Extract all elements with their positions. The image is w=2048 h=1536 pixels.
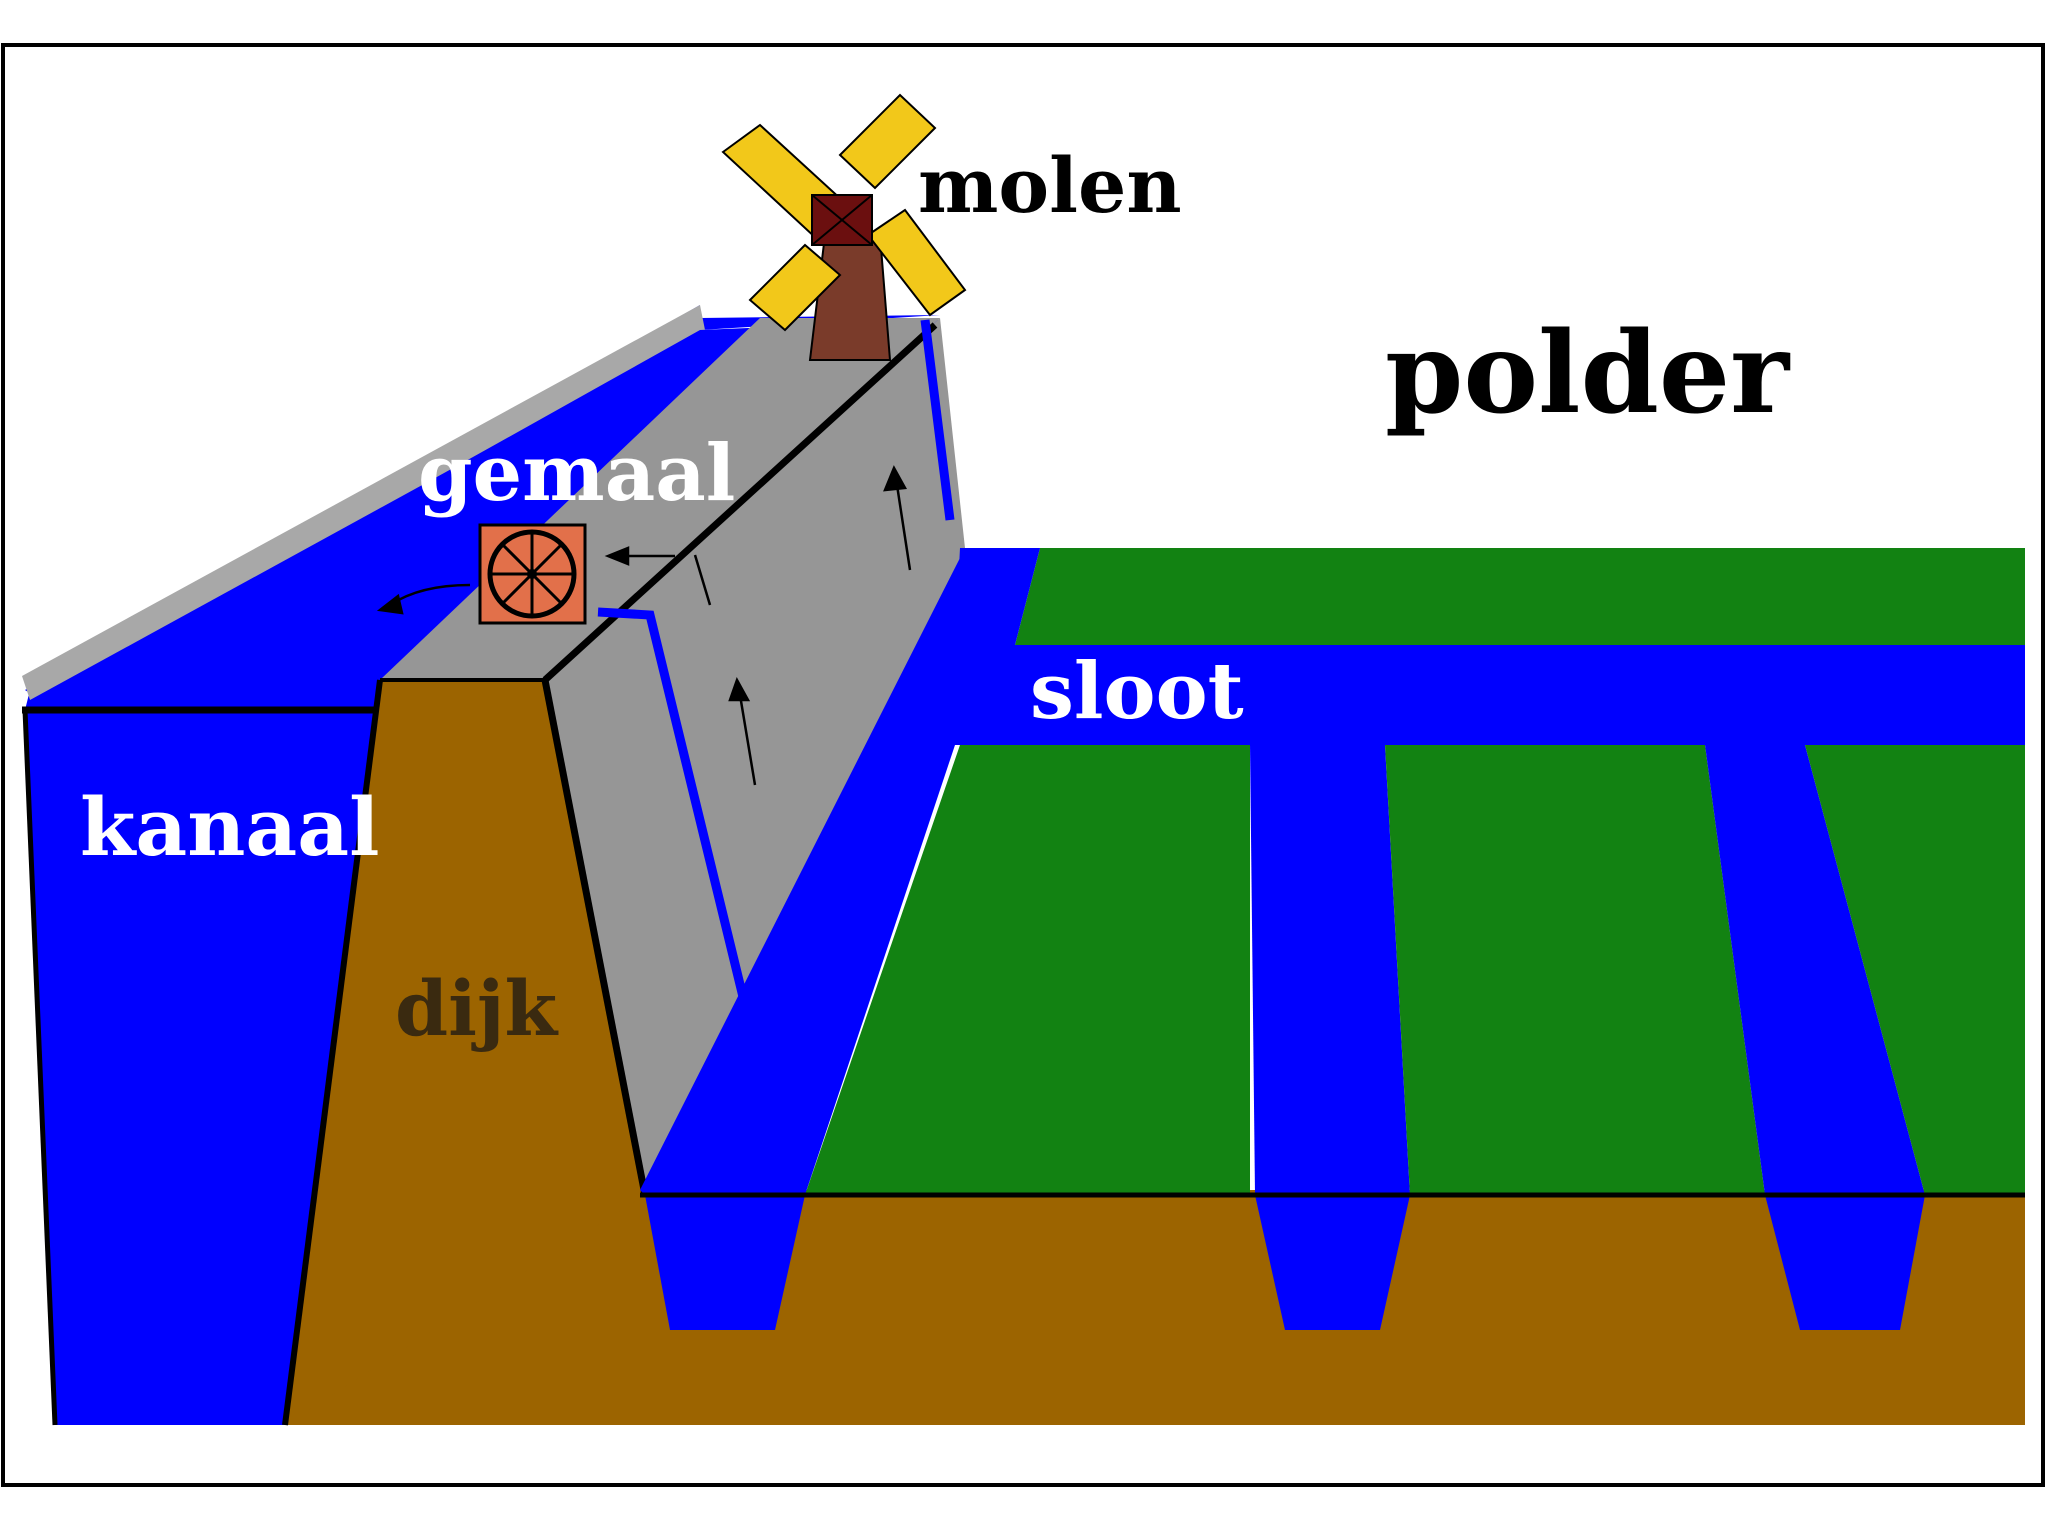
label-polder: polder [1385, 308, 1791, 439]
label-kanaal: kanaal [80, 780, 380, 874]
label-gemaal: gemaal [418, 428, 735, 519]
pump-wheel-icon [480, 525, 585, 623]
label-sloot: sloot [1030, 646, 1244, 737]
sloot-branch-1 [1250, 745, 1410, 1195]
label-molen: molen [918, 141, 1182, 230]
label-dijk: dijk [395, 964, 559, 1053]
polder-field-2 [1385, 745, 1765, 1195]
polder-back-field [1015, 548, 2025, 645]
